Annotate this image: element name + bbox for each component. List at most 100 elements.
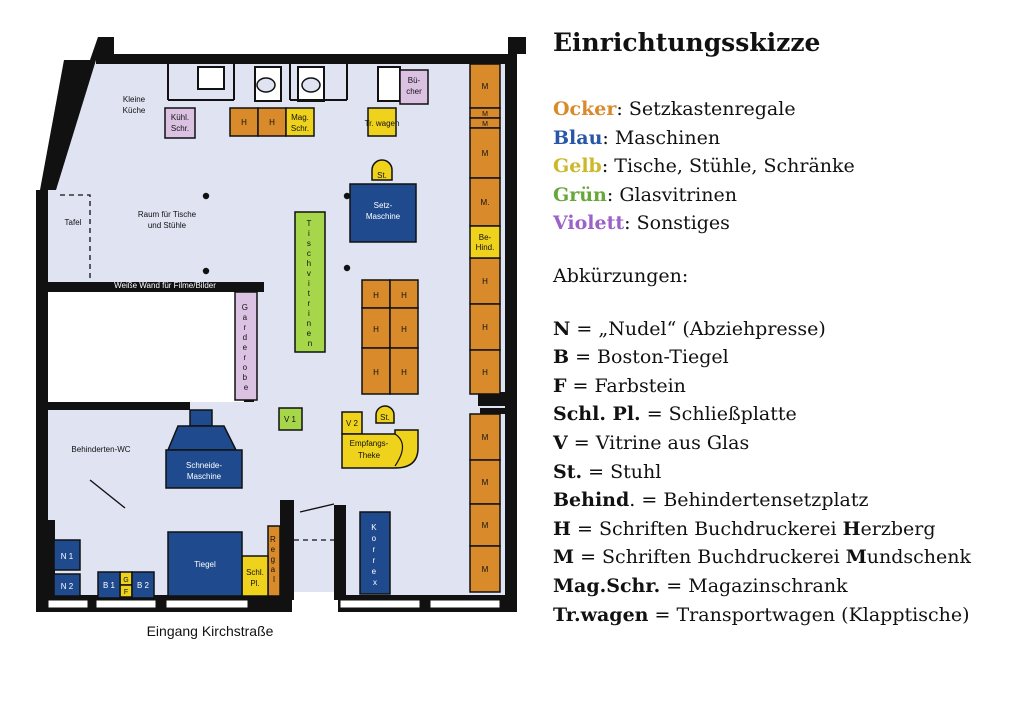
label-h: H [269,118,275,127]
label-m: M [482,478,489,487]
abbrev-row-h: H = Schriften Buchdruckerei Herzberg [553,517,936,540]
label-tafel: Tafel [65,218,82,227]
legend-description: : Maschinen [602,126,721,149]
abbrev-row-b: B = Boston-Tiegel [553,346,729,369]
label-f: F [124,589,128,596]
label-tischvitrinen: T i s c h v i t r i n e n [307,219,314,348]
abbrev-row-v: V = Vitrine aus Glas [553,431,750,454]
legend-color-word: Grün [553,183,607,206]
label-regal: R e g a l [270,535,278,584]
legend-color-word: Blau [553,126,603,149]
legend-description: : Sonstiges [624,212,730,235]
abbrev-row-tr: Tr.wagen = Transportwagen (Klapptische) [553,603,970,626]
label-h: H [241,118,247,127]
label-m: M [482,565,489,574]
label-empfang-2: Theke [358,451,381,460]
label-b1: B 1 [103,581,116,590]
abbrev-row-m: M = Schriften Buchdruckerei Mundschenk [553,546,971,569]
label-m: M [482,521,489,530]
windows-bottom [47,599,501,609]
legend-description: : Glasvitrinen [606,183,737,206]
label-stuhl: St. [377,171,387,180]
label-eingang: Eingang Kirchstraße [147,623,274,639]
label-n2: N 2 [61,582,74,591]
label-h: H [401,291,407,300]
label-kleine-kueche-1: Kleine [123,95,146,104]
label-garderobe: G a r d e r o b e [242,303,250,392]
page-title: Einrichtungsskizze [553,28,821,57]
label-h: H [482,368,488,377]
legend-row-gelb: Gelb: Tische, Stühle, Schränke [553,152,1013,181]
label-stuhl: St. [380,413,390,422]
dashed-lines [60,194,340,541]
label-g: G [123,577,128,584]
abbrev-row-mag: Mag.Schr. = Magazinschrank [553,574,848,597]
label-v1: V 1 [284,415,297,424]
abbrev-heading: Abkürzungen: [553,264,689,287]
label-tiegel: Tiegel [194,560,216,569]
label-empfang-1: Empfangs- [350,439,389,448]
label-behind-1: Be- [479,233,492,242]
label-schl-pl-2: Pl. [250,579,259,588]
label-m: M [482,121,488,128]
label-h: H [373,368,379,377]
label-h: H [401,325,407,334]
label-schl-pl-1: Schl. [246,568,264,577]
label-buecher-1: Bü- [408,76,421,85]
plan-labels: Kleine Küche Kühl. Schr. H H Mag. Schr. … [61,76,495,639]
label-m-dot: M. [481,198,490,207]
label-v2: V 2 [346,419,359,428]
abbrev-row-behind: Behind. = Behindertensetzplatz [553,489,869,512]
inner-walls [36,282,505,600]
label-b2: B 2 [137,581,150,590]
label-m: M [482,433,489,442]
label-h: H [482,323,488,332]
label-mag-schr-2: Schr. [291,124,309,133]
abbrev-row-st: St. = Stuhl [553,460,662,483]
label-behinderten-wc: Behinderten-WC [71,445,130,454]
label-m: M [482,82,489,91]
legend-row-blau: Blau: Maschinen [553,124,1013,153]
legend-color-word: Violett [553,212,625,235]
blue-machines [53,183,417,599]
label-buecher-2: cher [406,87,422,96]
legend-color-word: Gelb [553,155,602,178]
legend-row-gruen: Grün: Glasvitrinen [553,181,1013,210]
label-behind-2: Hind. [476,243,495,252]
label-kleine-kueche-2: Küche [123,106,146,115]
green-vitrines [278,211,326,431]
violet-items [164,69,429,401]
entrance-gap [292,592,338,614]
legend-description: : Tische, Stühle, Schränke [601,155,855,178]
label-h: H [401,368,407,377]
legend-description: : Setzkastenregale [616,98,796,120]
label-h: H [482,277,488,286]
label-schneide-1: Schneide- [186,461,222,470]
legend-row-violett: Violett: Sonstiges [553,209,1013,238]
label-korrex: K o r r e x [371,523,379,587]
label-kuehl-1: Kühl. [171,113,189,122]
abbrev-row-schl: Schl. Pl. = Schließplatte [553,403,797,426]
label-setz-maschine-2: Maschine [366,212,401,221]
abbrev-row-f: F = Farbstein [553,374,686,397]
label-raum-2: und Stühle [148,221,187,230]
label-h: H [373,291,379,300]
label-m: M [482,149,489,158]
label-weisse-wand: Weiße Wand für Filme/Bilder [114,281,216,290]
vertical-labels: T i s c h v i t r i n e n G a r d e r o … [242,219,379,587]
label-schneide-2: Maschine [187,472,222,481]
legend-panel: Einrichtungsskizze Ocker: Setzkastenrega… [553,28,1013,629]
label-setz-maschine-1: Setz- [374,201,393,210]
label-tr-wagen: Tr. wagen [365,119,400,128]
legend-color-word: Ocker [553,98,617,120]
label-m: M [482,111,488,118]
ocker-cabinets [229,63,501,597]
label-mag-schr-1: Mag. [291,113,309,122]
label-n1: N 1 [61,552,74,561]
stairwell [48,292,246,402]
floor-plan: Kleine Küche Kühl. Schr. H H Mag. Schr. … [36,37,526,639]
abbrev-row-n: N = „Nudel“ (Abziehpresse) [553,317,826,340]
pillars [202,192,351,275]
label-kuehl-2: Schr. [171,124,189,133]
label-raum-1: Raum für Tische [138,210,197,219]
